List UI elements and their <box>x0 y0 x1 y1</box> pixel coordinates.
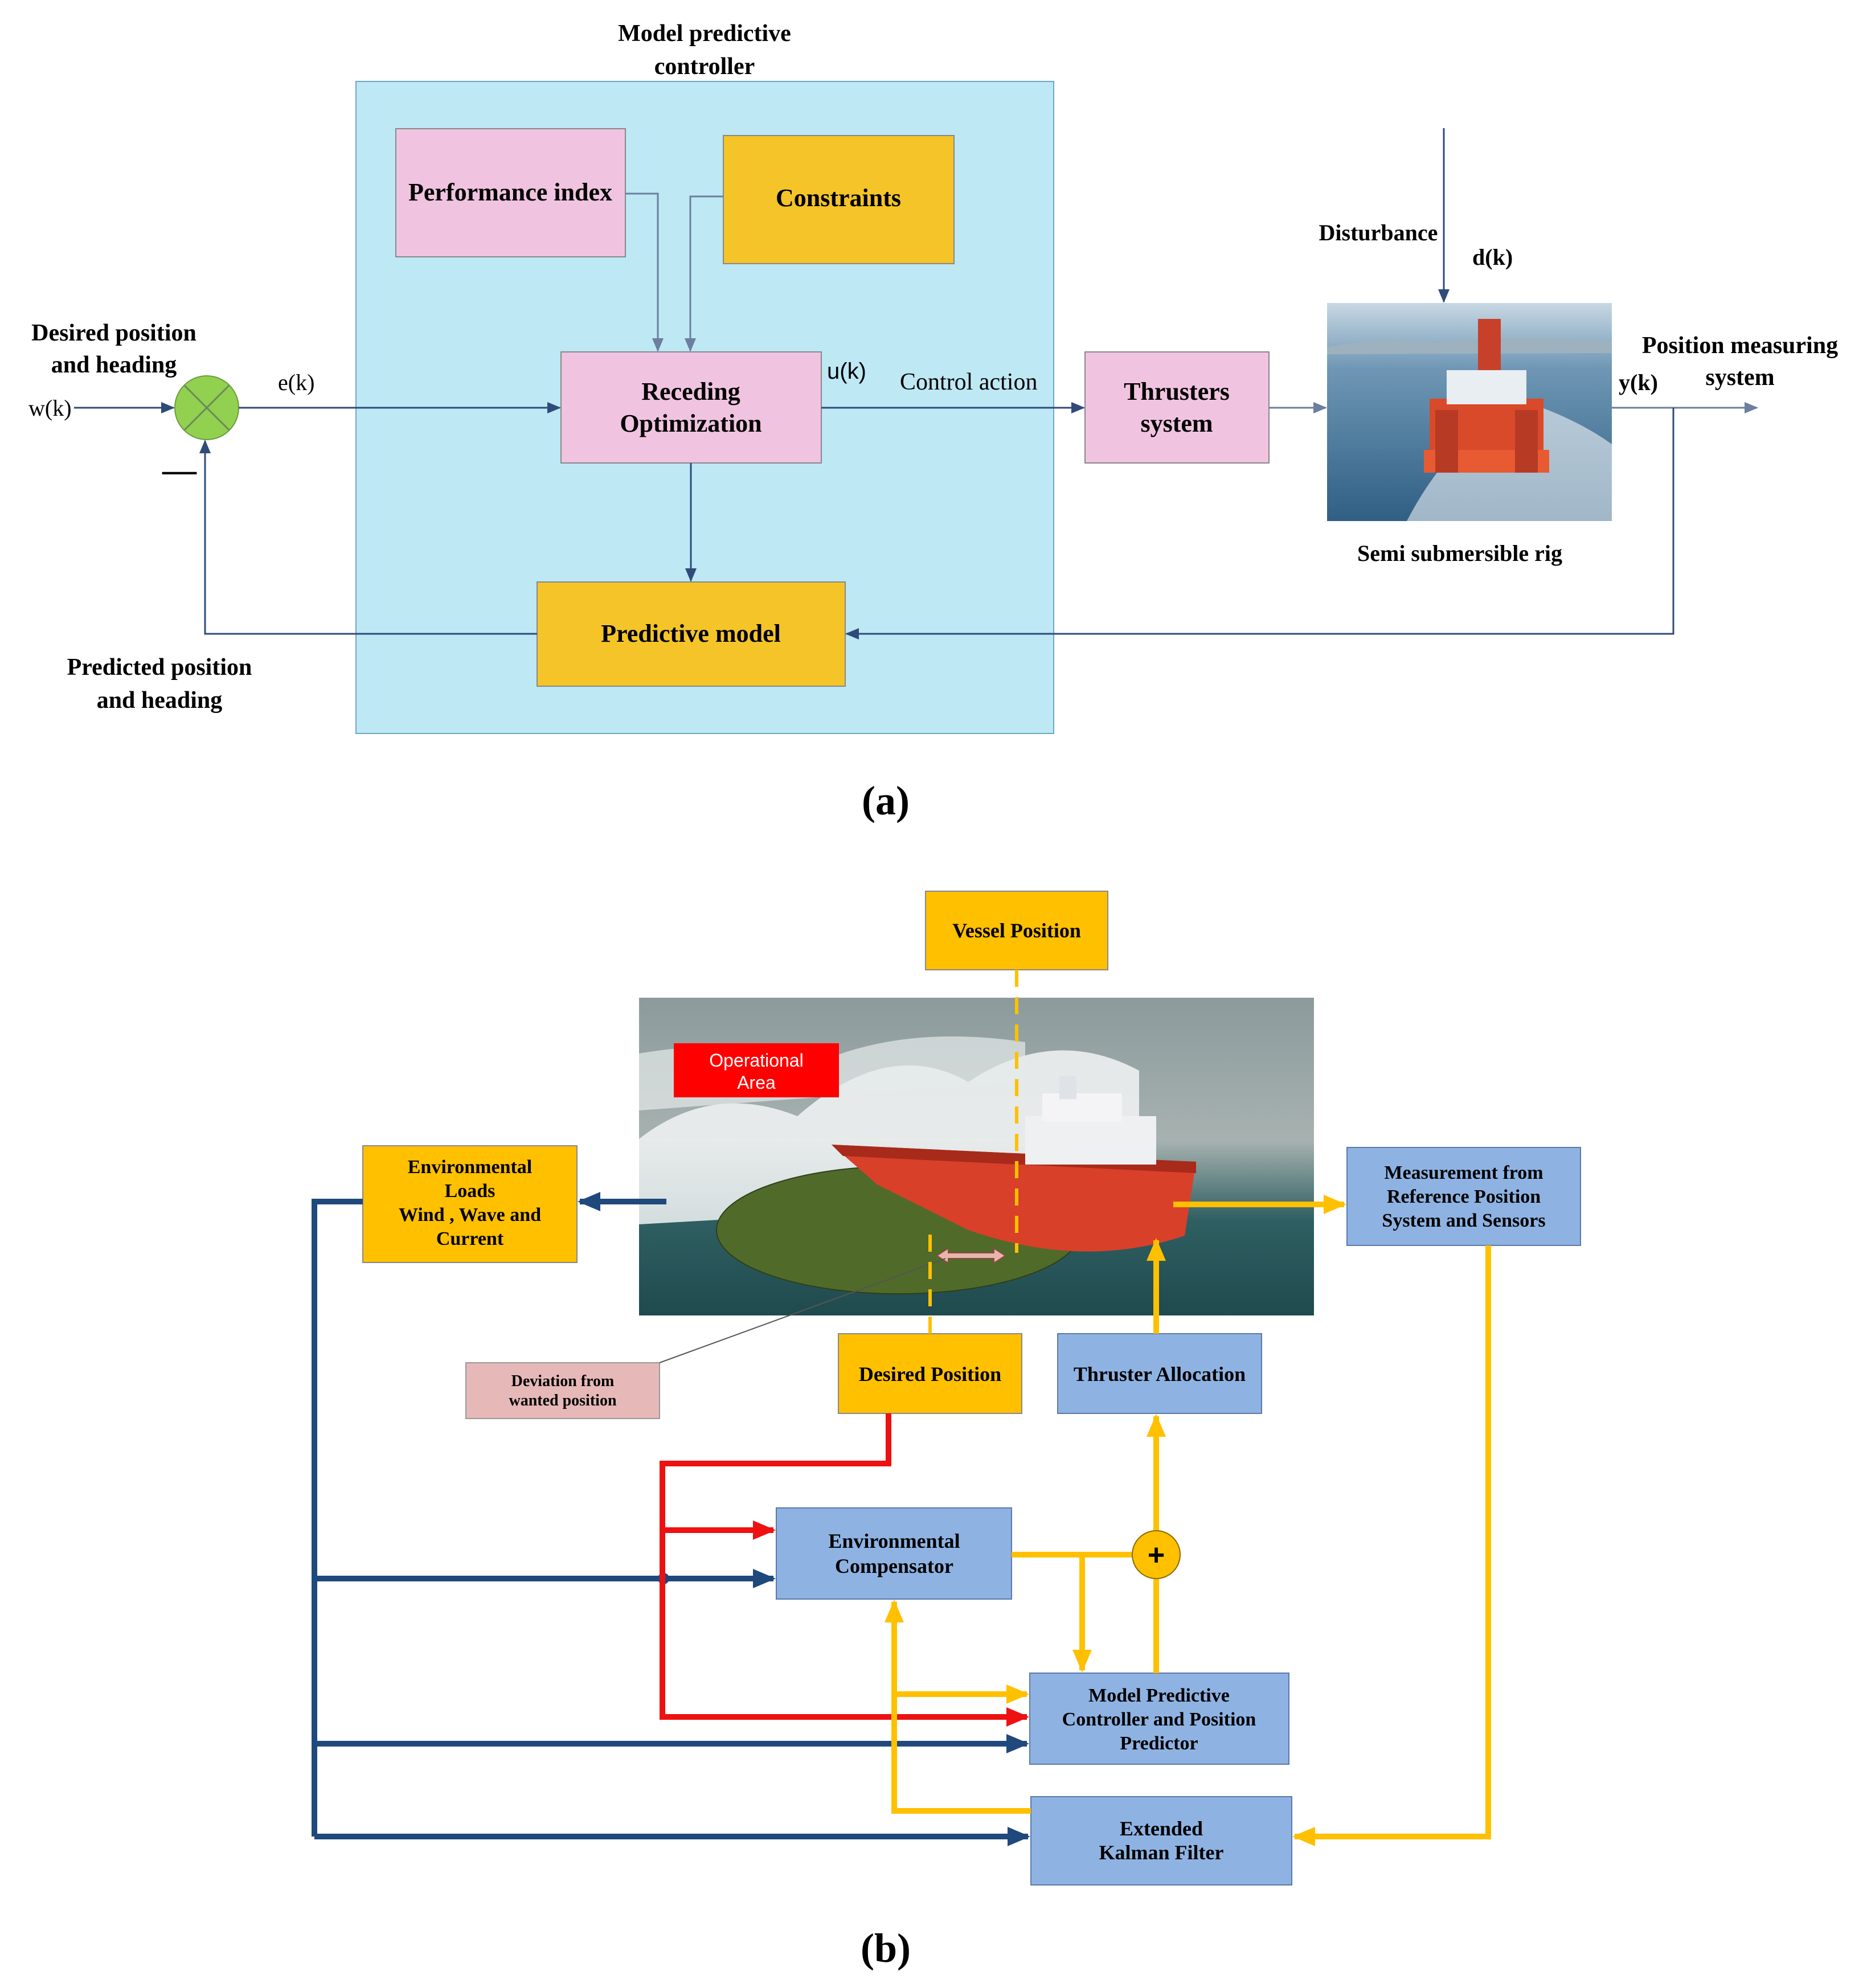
mpc-label-1: Model Predictive <box>1088 1685 1230 1706</box>
vessel-position-label: Vessel Position <box>952 919 1081 942</box>
plus-sign: + <box>1148 1539 1165 1572</box>
deviation-label-2: wanted position <box>509 1392 616 1409</box>
env-loads-label-3: Wind , Wave and <box>399 1204 541 1225</box>
performance-index-box <box>395 128 626 257</box>
operational-area-badge <box>674 1043 839 1097</box>
desired-position-label: Desired Position <box>859 1363 1001 1386</box>
rig-caption: Semi submersible rig <box>1357 540 1562 566</box>
env-loads-label-4: Current <box>436 1228 504 1249</box>
ek-label: e(k) <box>278 370 314 395</box>
panel-b-arrows <box>312 970 1491 1846</box>
position-measuring-label-2: system <box>1705 364 1774 391</box>
thrusters-system-box <box>1084 351 1270 464</box>
panel-a-label: (a) <box>862 778 910 823</box>
predicted-position-label-2: and heading <box>97 687 223 714</box>
deviation-label-1: Deviation from <box>511 1372 615 1390</box>
environmental-loads-box <box>362 1145 578 1263</box>
mpc-predictor-box <box>1029 1673 1289 1765</box>
sum-node <box>1132 1530 1181 1579</box>
deviation-box <box>465 1362 660 1419</box>
measurement-box <box>1346 1147 1581 1246</box>
env-loads-label-1: Environmental <box>408 1157 533 1178</box>
measurement-label-2: Reference Position <box>1387 1186 1541 1207</box>
receding-label-2: Optimization <box>620 409 761 437</box>
vessel-position-box <box>925 891 1108 970</box>
receding-label-1: Receding <box>641 378 740 405</box>
mpc-title-2: controller <box>654 54 755 80</box>
operational-area-label-1: Operational <box>709 1050 803 1071</box>
operational-area-label-2: Area <box>737 1072 776 1093</box>
dk-label: d(k) <box>1472 244 1513 270</box>
wk-label: w(k) <box>28 395 72 421</box>
env-comp-label-1: Environmental <box>828 1530 960 1552</box>
thrusters-label-1: Thrusters <box>1124 378 1230 405</box>
control-action-label: Control action <box>900 369 1037 395</box>
ekf-box <box>1030 1796 1292 1885</box>
thrusters-label-2: system <box>1140 409 1213 437</box>
panel-a-arrows <box>74 128 1758 640</box>
minus-sign: — <box>162 451 197 489</box>
measurement-label-3: System and Sensors <box>1382 1210 1545 1231</box>
predictive-model-box <box>537 581 846 687</box>
constraints-label: Constraints <box>776 184 901 212</box>
constraints-box <box>723 135 955 264</box>
semi-submersible-rig-image <box>1327 303 1612 521</box>
disturbance-label: Disturbance <box>1319 220 1438 245</box>
predictive-model-label: Predictive model <box>601 620 781 647</box>
mpc-title: Model predictive <box>618 21 791 47</box>
vessel-image <box>639 998 1314 1315</box>
predicted-position-label-1: Predicted position <box>67 654 252 681</box>
panel-b-label: (b) <box>861 1925 911 1971</box>
environmental-compensator-box <box>776 1507 1012 1600</box>
mpc-label-3: Predictor <box>1120 1733 1198 1754</box>
thruster-allocation-box <box>1057 1333 1262 1414</box>
uk-label: u(k) <box>827 359 866 384</box>
yk-label: y(k) <box>1619 370 1658 395</box>
ekf-label-1: Extended <box>1120 1817 1203 1840</box>
performance-index-label: Performance index <box>408 178 612 206</box>
measurement-label-1: Measurement from <box>1384 1162 1543 1183</box>
mpc-label-2: Controller and Position <box>1062 1709 1256 1730</box>
ekf-label-2: Kalman Filter <box>1099 1841 1224 1864</box>
thruster-allocation-label: Thruster Allocation <box>1074 1363 1246 1386</box>
env-loads-label-2: Loads <box>445 1180 496 1202</box>
receding-optimization-box <box>560 351 822 464</box>
deviation-double-arrow <box>936 1247 1006 1264</box>
desired-position-label-1: Desired position <box>31 320 196 346</box>
deviation-leader-line <box>659 1258 946 1363</box>
env-comp-label-2: Compensator <box>835 1555 953 1577</box>
desired-position-label-2: and heading <box>51 352 177 378</box>
position-measuring-label-1: Position measuring <box>1642 333 1838 359</box>
